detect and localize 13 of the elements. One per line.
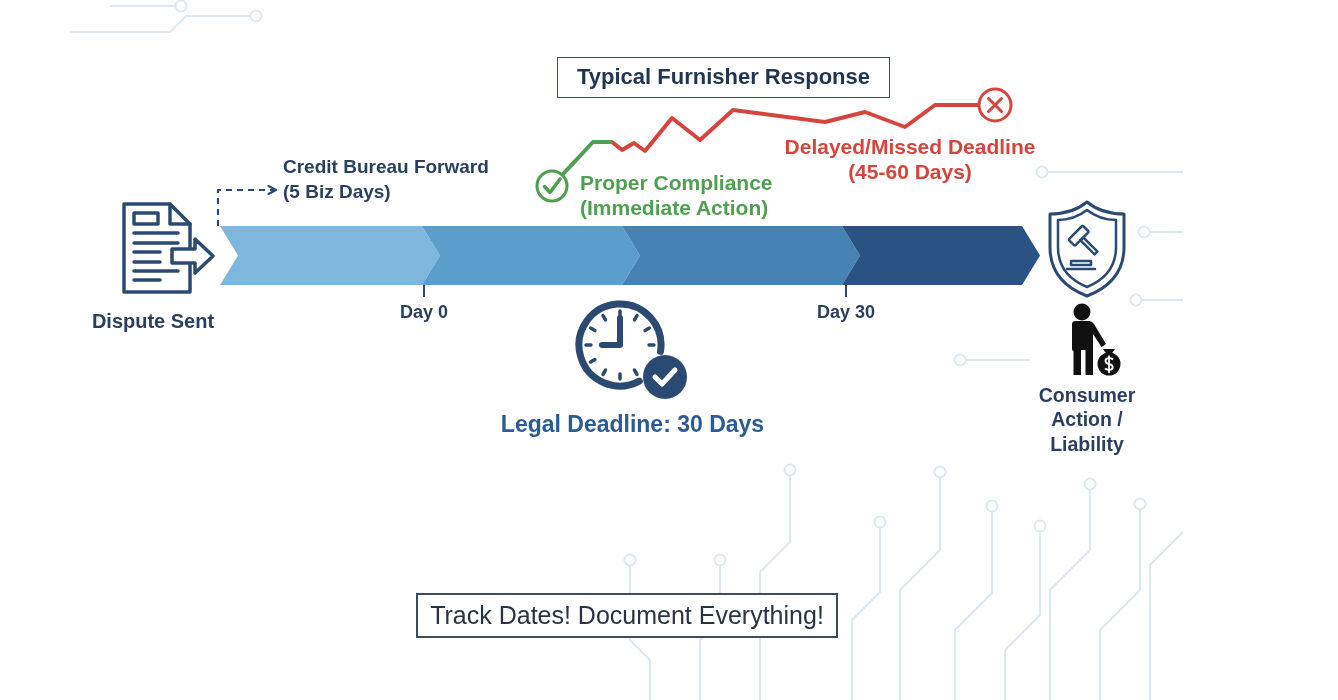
check-circle-icon: [535, 169, 569, 203]
status-label: Proper Compliance (Immediate Action): [580, 170, 774, 221]
x-circle-icon: [977, 87, 1013, 123]
tick-label: Day 0: [400, 301, 448, 324]
tick-label: Day 30: [817, 301, 875, 324]
step-label: Dispute Sent: [91, 309, 215, 334]
status-label: Delayed/Missed Deadline (45-60 Days): [783, 134, 1037, 185]
deadline-label: Legal Deadline: 30 Days: [500, 410, 765, 439]
outcome-label: Consumer Action / Liability: [1037, 383, 1137, 457]
heading-panel: Typical Furnisher Response: [557, 57, 890, 98]
response-trend-line: [561, 103, 980, 176]
reminder-panel: Track Dates! Document Everything!: [416, 593, 838, 638]
step-label: Credit Bureau Forward (5 Biz Days): [276, 155, 508, 207]
